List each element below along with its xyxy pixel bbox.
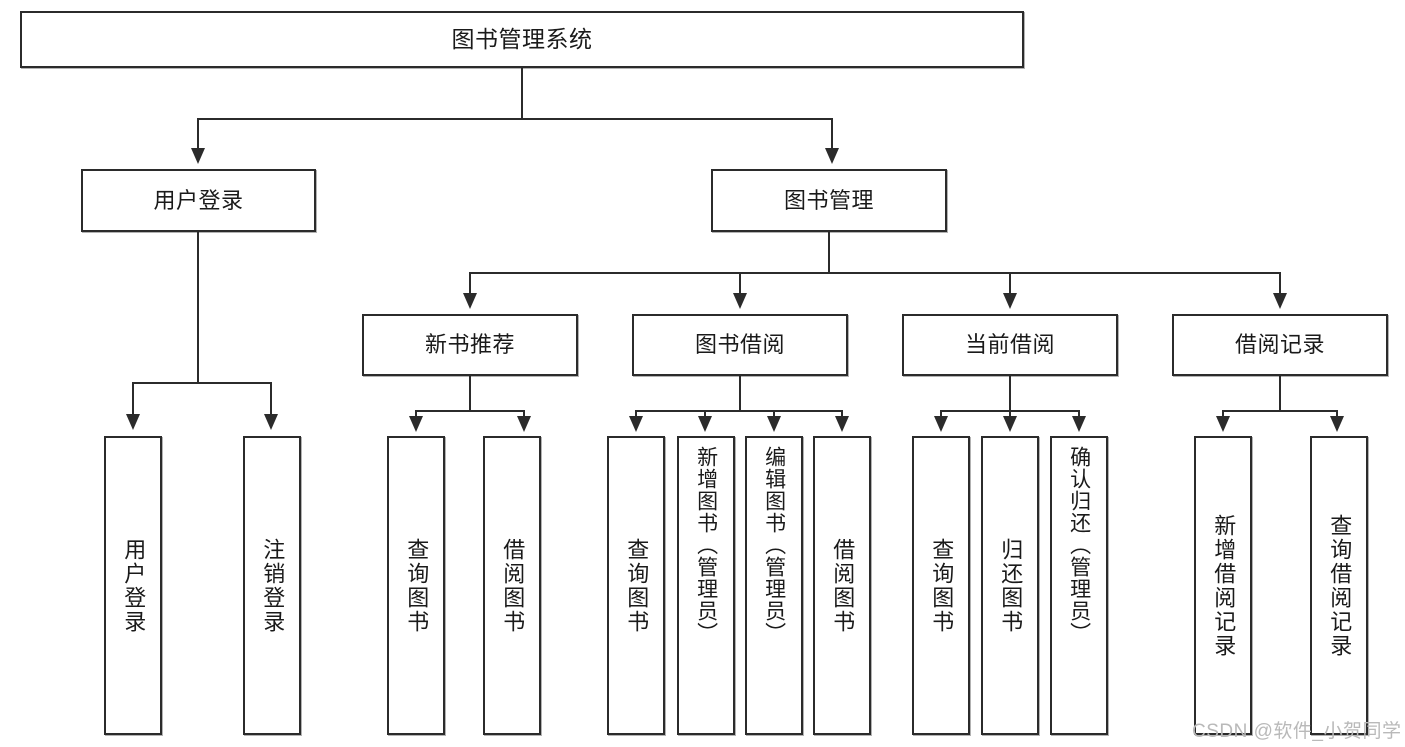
node-label: 确认归还（管理员）: [1067, 446, 1091, 644]
node-label: 新书推荐: [424, 332, 515, 358]
connector-new-book-stem: [469, 376, 471, 410]
node-leaf-add-record[interactable]: 新增借阅记录: [1194, 436, 1252, 735]
node-label: 图书借阅: [694, 332, 785, 358]
node-leaf-query-book-current[interactable]: 查询图书: [912, 436, 970, 735]
node-label: 查询图书: [624, 537, 650, 634]
arrow-to-current-borrow: [1003, 293, 1017, 309]
connector-book-manage-bus: [469, 272, 1281, 274]
arrow-to-leaf-logout: [264, 414, 278, 430]
node-label: 编辑图书（管理员）: [762, 446, 786, 644]
node-label: 注销登录: [260, 537, 286, 634]
node-label: 图书管理系统: [451, 26, 593, 53]
arrow-to-leaf-add-book: [698, 416, 712, 432]
arrow-to-leaf-edit-book: [767, 416, 781, 432]
arrow-to-leaf-query-book-1: [409, 416, 423, 432]
connector-to-user-login: [197, 118, 199, 150]
node-borrow-record[interactable]: 借阅记录: [1172, 314, 1388, 376]
node-leaf-confirm-return[interactable]: 确认归还（管理员）: [1050, 436, 1108, 735]
node-book-management[interactable]: 图书管理: [711, 169, 947, 232]
connector-book-borrow-stem: [739, 376, 741, 410]
node-current-borrow[interactable]: 当前借阅: [902, 314, 1118, 376]
node-label: 查询借阅记录: [1327, 513, 1353, 658]
node-label: 图书管理: [783, 187, 874, 213]
node-label: 借阅记录: [1234, 332, 1325, 358]
node-leaf-user-login[interactable]: 用户登录: [104, 436, 162, 735]
node-label: 查询图书: [404, 537, 430, 634]
connector-new-book-r: [523, 410, 525, 418]
connector-current-borrow-stem: [1009, 376, 1011, 410]
node-leaf-edit-book[interactable]: 编辑图书（管理员）: [745, 436, 803, 735]
connector-borrow-record-l: [1222, 410, 1224, 418]
connector-to-new-book: [469, 272, 471, 296]
connector-borrow-record-stem: [1279, 376, 1281, 410]
node-label: 归还图书: [998, 537, 1024, 634]
node-leaf-query-book-borrow[interactable]: 查询图书: [607, 436, 665, 735]
arrow-to-borrow-record: [1273, 293, 1287, 309]
node-label: 借阅图书: [830, 537, 856, 634]
arrow-to-leaf-confirm-return: [1072, 416, 1086, 432]
arrow-to-book-manage: [825, 148, 839, 164]
connector-root-bus: [197, 118, 833, 120]
arrow-to-leaf-user-login: [126, 414, 140, 430]
connector-borrow-record-bus: [1222, 410, 1338, 412]
arrow-to-user-login: [191, 148, 205, 164]
node-label: 新增图书（管理员）: [694, 446, 718, 644]
arrow-to-leaf-add-record: [1216, 416, 1230, 432]
connector-user-login-bus: [132, 382, 270, 384]
node-leaf-borrow-book-recommend[interactable]: 借阅图书: [483, 436, 541, 735]
connector-new-book-bus: [415, 410, 525, 412]
node-leaf-add-book[interactable]: 新增图书（管理员）: [677, 436, 735, 735]
csdn-watermark: CSDN @软件_小贺同学: [1192, 721, 1402, 742]
node-leaf-query-book-recommend[interactable]: 查询图书: [387, 436, 445, 735]
node-label: 查询图书: [929, 537, 955, 634]
connector-user-login-right: [270, 382, 272, 416]
connector-book-borrow-4: [841, 410, 843, 418]
node-label: 用户登录: [153, 187, 244, 213]
arrow-to-leaf-query-book-2: [629, 416, 643, 432]
node-label: 新增借阅记录: [1211, 513, 1237, 658]
connector-book-manage-stem: [828, 232, 830, 272]
node-leaf-borrow-book[interactable]: 借阅图书: [813, 436, 871, 735]
connector-borrow-record-r: [1336, 410, 1338, 418]
connector-book-borrow-2: [704, 410, 706, 418]
connector-new-book-l: [415, 410, 417, 418]
arrow-to-leaf-query-book-3: [934, 416, 948, 432]
connector-to-current-borrow: [1009, 272, 1011, 296]
connector-book-borrow-bus: [635, 410, 843, 412]
connector-user-login-stem: [197, 232, 199, 382]
arrow-to-new-book-recommend: [463, 293, 477, 309]
connector-current-borrow-1: [940, 410, 942, 418]
node-leaf-logout[interactable]: 注销登录: [243, 436, 301, 735]
node-leaf-query-record[interactable]: 查询借阅记录: [1310, 436, 1368, 735]
connector-to-borrow-record: [1279, 272, 1281, 296]
arrow-to-leaf-borrow-book-2: [835, 416, 849, 432]
connector-current-borrow-2: [1009, 410, 1011, 418]
arrow-to-book-borrow: [733, 293, 747, 309]
connector-book-borrow-3: [773, 410, 775, 418]
node-label: 当前借阅: [964, 332, 1055, 358]
node-root-book-management-system[interactable]: 图书管理系统: [20, 11, 1024, 68]
node-new-book-recommend[interactable]: 新书推荐: [362, 314, 578, 376]
arrow-to-leaf-return-book: [1003, 416, 1017, 432]
connector-book-borrow-1: [635, 410, 637, 418]
node-label: 借阅图书: [500, 537, 526, 634]
connector-root-stem: [521, 68, 523, 118]
node-leaf-return-book[interactable]: 归还图书: [981, 436, 1039, 735]
connector-user-login-left: [132, 382, 134, 416]
node-user-login[interactable]: 用户登录: [81, 169, 316, 232]
arrow-to-leaf-query-record: [1330, 416, 1344, 432]
arrow-to-leaf-borrow-book-1: [517, 416, 531, 432]
connector-to-book-manage: [831, 118, 833, 150]
node-book-borrow[interactable]: 图书借阅: [632, 314, 848, 376]
node-label: 用户登录: [121, 537, 147, 634]
connector-to-book-borrow: [739, 272, 741, 296]
connector-current-borrow-3: [1078, 410, 1080, 418]
